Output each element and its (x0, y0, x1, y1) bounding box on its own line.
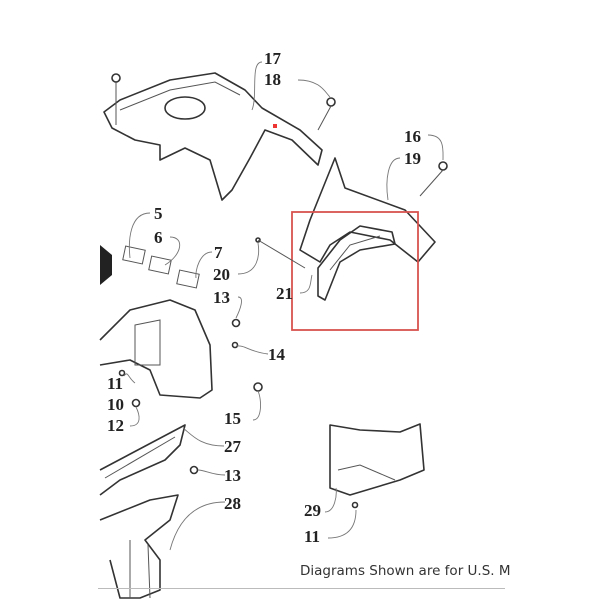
part-27-28 (99, 424, 186, 599)
callout-13: 13 (213, 288, 230, 307)
divider (98, 588, 505, 589)
diagram-caption: Diagrams Shown are for U.S. M (300, 563, 511, 579)
callout-11b: 11 (304, 527, 320, 546)
callout-10: 10 (107, 395, 124, 414)
callout-11: 11 (107, 374, 123, 393)
marker-dot (273, 124, 277, 128)
callout-14: 14 (268, 345, 286, 364)
callout-numbers: 17 18 16 19 5 6 7 20 21 13 14 11 10 12 1… (107, 49, 421, 546)
callout-17: 17 (264, 49, 282, 68)
callout-16: 16 (404, 127, 421, 146)
callout-21: 21 (276, 284, 293, 303)
callout-27: 27 (224, 437, 242, 456)
part-front-panel (103, 72, 323, 201)
part-21 (317, 225, 396, 301)
callout-7: 7 (214, 243, 223, 262)
callout-29: 29 (304, 501, 321, 520)
highlight-box (291, 211, 419, 331)
callout-5: 5 (154, 204, 163, 223)
callout-13b: 13 (224, 466, 241, 485)
fastener-18 (317, 97, 336, 131)
leader-lines (123, 61, 444, 551)
callout-18: 18 (264, 70, 281, 89)
part-side-panel-19 (299, 157, 448, 263)
part-29 (329, 423, 425, 496)
callout-6: 6 (154, 228, 163, 247)
callout-15: 15 (224, 409, 241, 428)
callout-20: 20 (213, 265, 230, 284)
callout-19: 19 (404, 149, 421, 168)
callout-12: 12 (107, 416, 124, 435)
callout-28: 28 (224, 494, 241, 513)
part-rear-fender (99, 245, 213, 399)
